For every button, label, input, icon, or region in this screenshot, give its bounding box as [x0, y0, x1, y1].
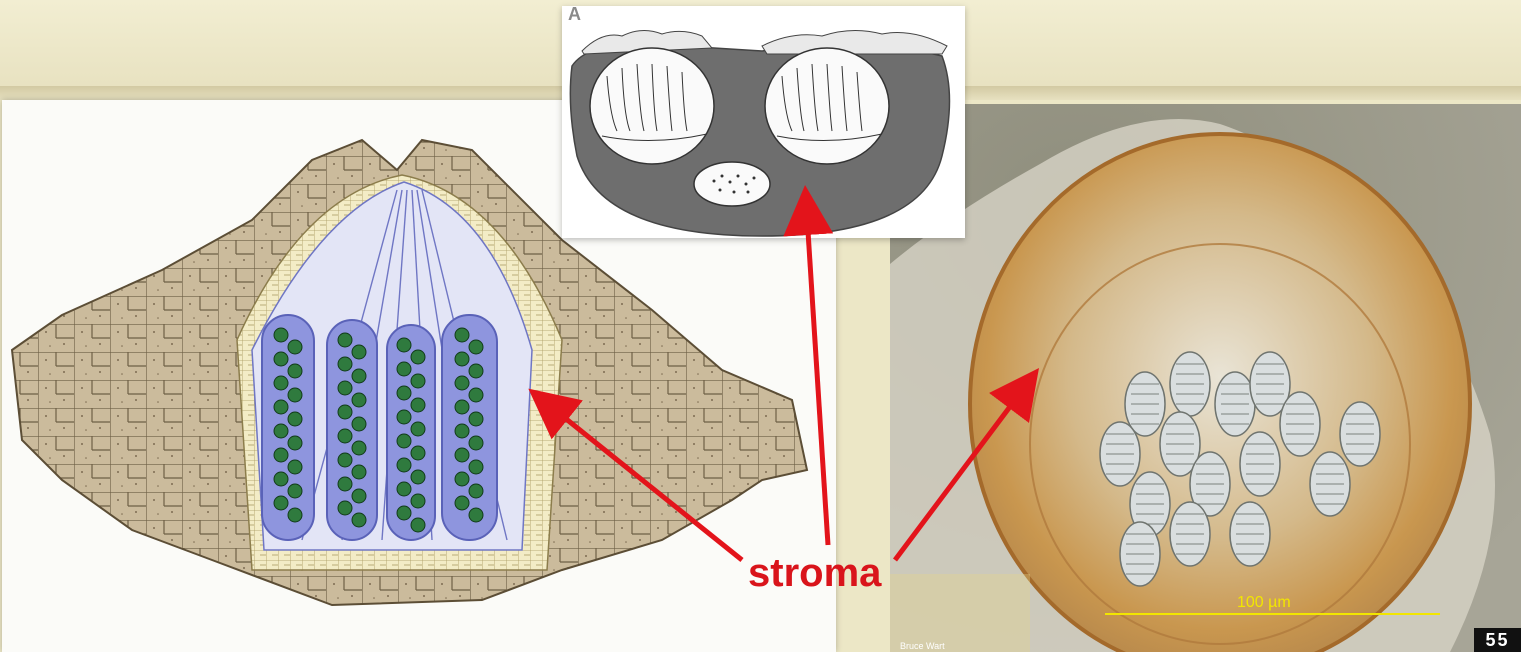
- stroma-label: stroma: [748, 553, 881, 593]
- arrow-icon: [540, 398, 742, 560]
- arrow-icon: [895, 380, 1030, 560]
- scale-bar-label: 100 µm: [1237, 594, 1291, 612]
- arrow-icon: [806, 200, 828, 545]
- slide-number: 55: [1474, 628, 1521, 652]
- photo-credit: Bruce Wart: [900, 641, 945, 651]
